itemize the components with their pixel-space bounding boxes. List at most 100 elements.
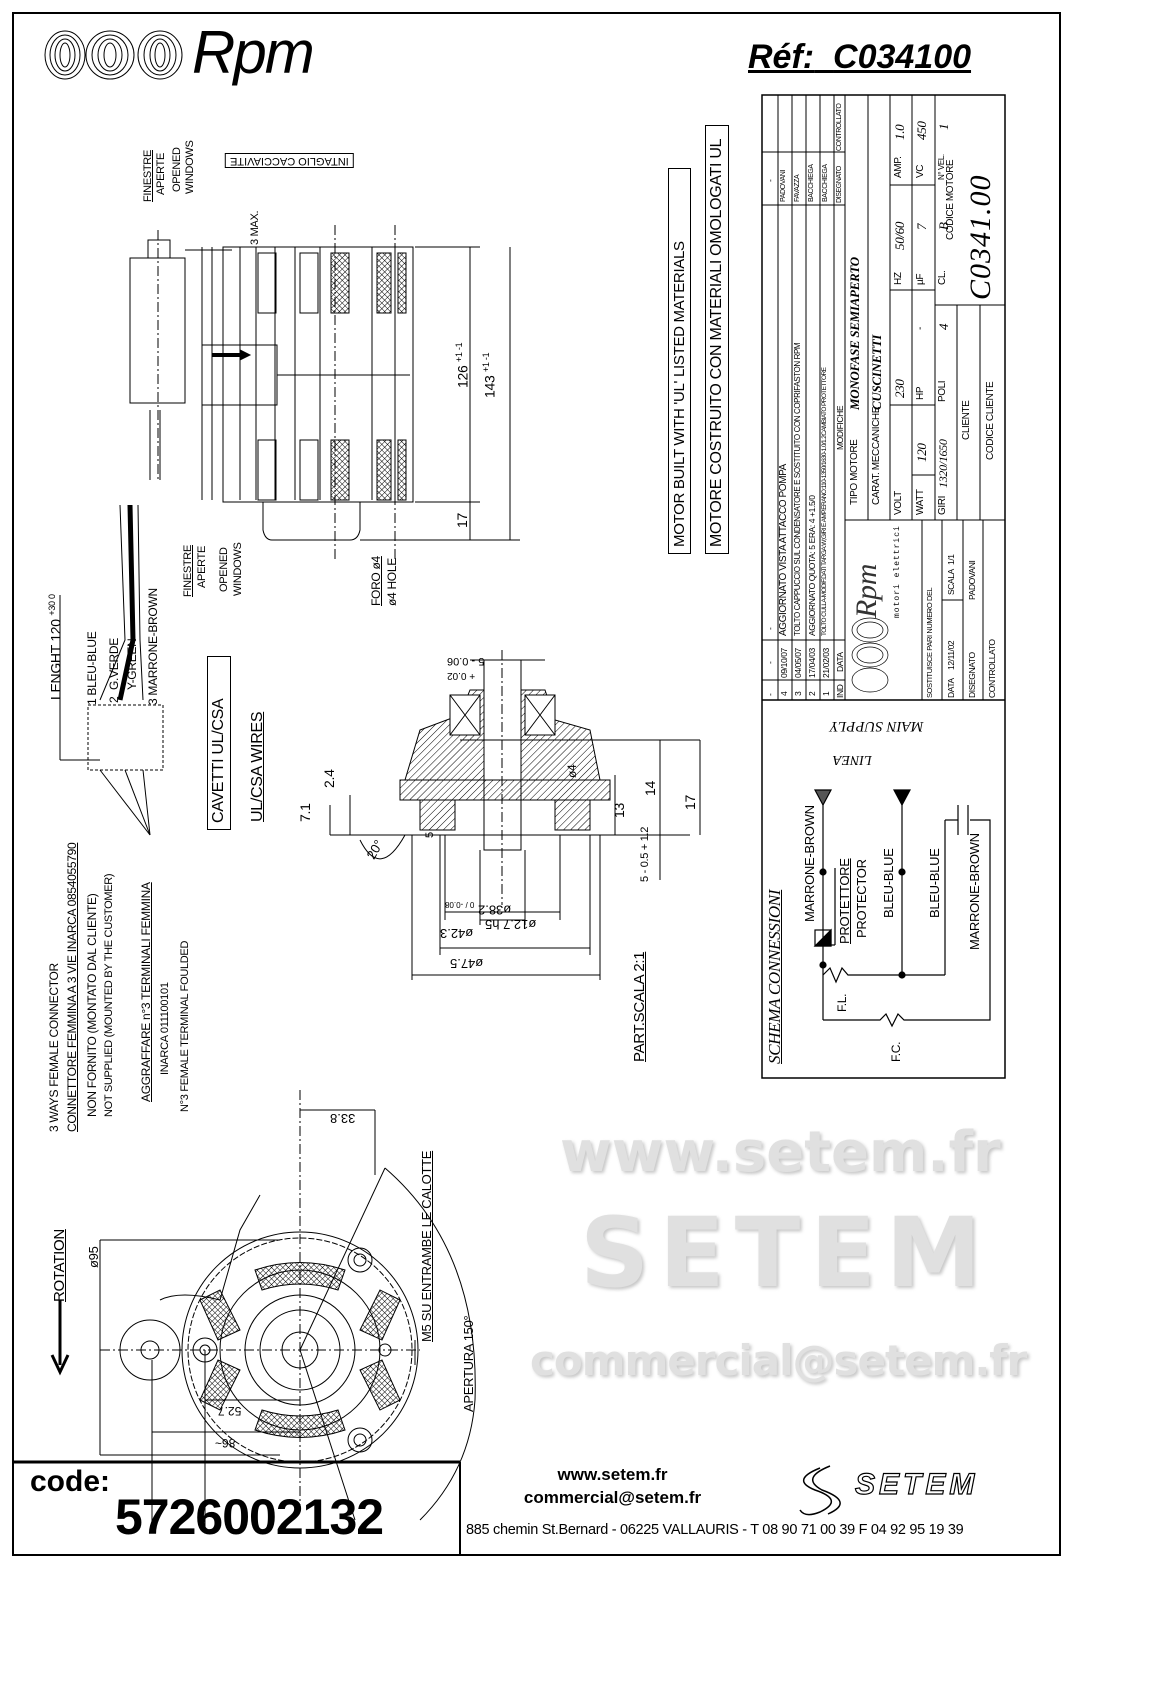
front-view-motor	[50, 1090, 476, 1530]
screw-slot-label: INTAGLIO CACCIAVITE	[225, 153, 354, 168]
side-view-motor	[129, 225, 520, 560]
spec-label: HP	[915, 386, 926, 400]
rev-author: BACCHIEGA	[822, 164, 829, 202]
spec-speeds: 1	[936, 123, 951, 130]
ul-csa-wires-box: CAVETTI UL/CSA	[207, 656, 231, 830]
rev-ind: 1	[821, 691, 831, 696]
rev-ind: 4	[779, 691, 789, 696]
dim-5: 5	[424, 832, 436, 838]
rev-desc: TOLTO CULLA-MODIF.DATI TARGA:W;GIRI E AM…	[821, 367, 828, 636]
wiring-schema	[813, 789, 991, 1028]
rev-date: 21/02/03	[821, 648, 831, 678]
rev-header-author: DISEGNATO	[836, 166, 843, 203]
schema-title: SCHEMA CONNESSIONI	[765, 889, 784, 1064]
dim-5-shaft-tol: + 0.02	[447, 670, 476, 681]
dim-17-section: 17	[682, 795, 698, 810]
ul-csa-wires-label: UL/CSA WIRES	[249, 711, 266, 822]
dim-47-5: ø47.5	[450, 956, 484, 971]
website-link[interactable]: www.setem.fr	[557, 1465, 668, 1484]
schema-protector: PROTECTOR	[854, 859, 869, 938]
rev-author: FAVAZZA	[794, 174, 801, 202]
replaces-value: -	[925, 609, 935, 612]
spec-uf: 7	[914, 223, 929, 230]
connector-note: NON FORNITO (MONTATO DAL CLIENTE)	[85, 893, 99, 1117]
connector-note: N°3 FEMALE TERMINAL FOULDED	[179, 940, 191, 1112]
mechanical-features: CUSCINETTI	[869, 334, 884, 410]
rotation-label: ROTATION	[51, 1229, 68, 1302]
rev-header-date: DATA	[835, 652, 845, 672]
product-code: 5726002132	[115, 1489, 384, 1545]
windows-label: FINESTRE	[142, 150, 154, 202]
rev-desc: -	[765, 627, 775, 630]
dim-38-2: ø38.2 0 / -0.08	[445, 900, 512, 918]
rev-header-checked: CONTROLLATO	[836, 103, 843, 151]
spec-label: AMP.	[893, 156, 904, 178]
ul-note-en: MOTOR BUILT WITH 'UL' LISTED MATERIALS	[668, 168, 691, 554]
linea-label: LINEA	[833, 752, 872, 767]
connector-note: CONNETTORE FEMMINA A 3 VIE INARCA 085405…	[65, 842, 79, 1132]
email-link[interactable]: commercial@setem.fr	[523, 1488, 702, 1507]
opening-angle: APERTURA 150°	[461, 1315, 476, 1412]
spec-watt: 120	[914, 443, 929, 462]
date-value: 12/11/02	[946, 640, 956, 670]
dim-33-8: 33.8	[330, 1111, 356, 1126]
small-logo-subtitle: motori elettrici	[893, 525, 902, 618]
rev-header-desc: MODIFICHE	[835, 405, 845, 450]
schema-blue-2: BLEU-BLUE	[927, 848, 942, 918]
rev-ind: -	[765, 693, 775, 696]
spec-label: VC	[915, 164, 926, 178]
spec-hz: 50/60	[892, 221, 907, 250]
watermark-brand: SETEM	[580, 1197, 992, 1309]
scale-label: SCALA	[946, 569, 956, 595]
watermark-email: commercial@setem.fr	[530, 1336, 1027, 1385]
checked-by-label: CONTROLLATO	[987, 639, 997, 698]
schema-fc: F.C.	[889, 1041, 903, 1062]
dim-5-tol: 5 - 0.5 + 1.2	[639, 826, 651, 882]
dim-126: 126 +1 -1	[454, 342, 471, 388]
ref-label: Réf:	[748, 38, 815, 76]
hole-label: FORO ø4	[369, 556, 383, 606]
sheet-frame	[12, 12, 1061, 1556]
spec-label: TIPO MOTORE	[849, 439, 860, 505]
rev-desc: AGGIORNATO QUOTA: 5 ERA: 4 +1.5/0	[807, 495, 817, 636]
connector-note: NOT SUPPLIED (MOUNTED BY THE CUSTOMER)	[103, 873, 115, 1117]
spec-rpm: 1320/1650	[936, 439, 950, 488]
spec-label: VOLT	[893, 491, 904, 515]
replaces-label: SOSTITUISCE PARI NUMERO DEL	[925, 587, 934, 698]
company-address: 885 chemin St.Bernard - 06225 VALLAURIS …	[466, 1522, 964, 1538]
main-supply-label: MAIN SUPPLY	[830, 718, 924, 734]
dim-13: 13	[611, 803, 627, 818]
rev-author: PADOVANI	[780, 170, 787, 202]
connector-note: INARCA 011100101	[159, 982, 171, 1075]
dim-95: ø95	[86, 1246, 101, 1268]
rev-author: BACCHIEGA	[808, 164, 815, 202]
wire-1-label: 1 BLEU-BLUE	[85, 631, 99, 705]
dim-2-4: 2.4	[321, 769, 337, 788]
dim-3-max: 3 MAX.	[249, 210, 261, 245]
windows-label: WINDOWS	[184, 140, 196, 194]
schema-brown-2: MARRONE-BROWN	[967, 833, 982, 950]
dim-7-1: 7.1	[297, 803, 313, 822]
dim-12-7: ø12.7 h5	[485, 917, 537, 932]
spec-label: GIRI	[937, 496, 948, 515]
rpm-logo-text: Rpm	[192, 19, 315, 86]
motor-code-label: CODICE MOTORE	[945, 159, 956, 240]
wire-2-number: 2	[107, 696, 121, 703]
dim-17: 17	[454, 513, 470, 528]
drawn-by-label: DISEGNATO	[967, 652, 977, 698]
windows-label: APERTE	[155, 152, 167, 195]
windows-label: OPENED	[218, 547, 230, 592]
dim-4-hole: ø4	[565, 764, 579, 778]
windows-label: OPENED	[171, 147, 183, 192]
spec-hp: -	[915, 327, 926, 330]
windows-label: FINESTRE	[182, 545, 194, 597]
spec-vc: 450	[914, 121, 929, 140]
spec-label: µF	[915, 273, 926, 285]
spec-poles: 4	[936, 323, 951, 330]
rev-date: 09/10/07	[779, 648, 789, 678]
spec-label: WATT	[915, 489, 926, 515]
setem-logo-mark	[799, 1465, 841, 1516]
code-label: code:	[30, 1465, 111, 1498]
rev-date: 04/05/07	[793, 648, 803, 678]
setem-logo-text: SETEM	[854, 1467, 979, 1501]
